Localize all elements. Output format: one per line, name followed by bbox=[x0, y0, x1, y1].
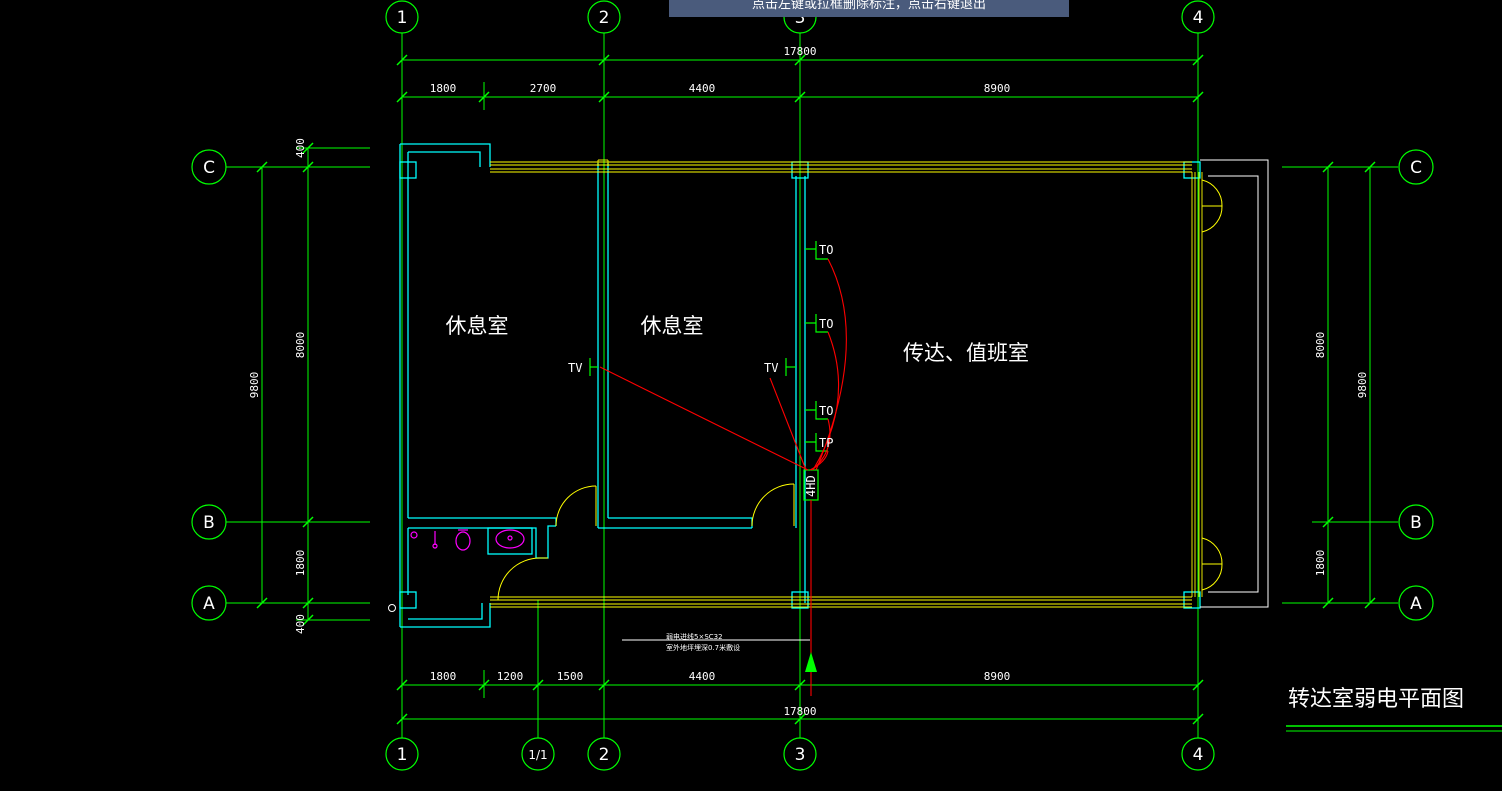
cable-note-line-2: 室外地坪埋深0.7米敷设 bbox=[666, 643, 740, 652]
room-label-duty: 传达、值班室 bbox=[903, 341, 1029, 365]
dim-top-total: 17800 bbox=[783, 45, 816, 58]
sanitary-fixtures bbox=[410, 529, 525, 551]
grounding-point bbox=[388, 604, 396, 612]
dim-right-total: 9800 bbox=[1356, 372, 1369, 399]
axis-right-b: B bbox=[1410, 513, 1422, 533]
dim-left-total: 9800 bbox=[248, 372, 261, 399]
axis-top-4: 4 bbox=[1193, 8, 1204, 28]
exterior-canopy bbox=[1200, 159, 1269, 608]
dim-bottom-4: 4400 bbox=[689, 670, 716, 683]
axis-bottom-1-1: 1/1 bbox=[528, 748, 547, 762]
window-lines bbox=[490, 159, 1203, 608]
dim-bottom-5: 8900 bbox=[984, 670, 1011, 683]
dim-bottom-2: 1200 bbox=[497, 670, 524, 683]
dim-left-2: 8000 bbox=[294, 332, 307, 359]
dim-right-1: 8000 bbox=[1314, 332, 1327, 359]
axis-lines bbox=[226, 33, 1398, 738]
device-to-2: TO bbox=[819, 317, 833, 331]
dim-bottom-total: 17800 bbox=[783, 705, 816, 718]
dimension-ticks bbox=[256, 54, 1376, 725]
room-label-rest-2: 休息室 bbox=[641, 314, 704, 338]
dim-left-1: 400 bbox=[294, 138, 307, 158]
cable-note-line-1: 弱电进线5×SC32 bbox=[666, 632, 723, 641]
device-tp: TP bbox=[819, 436, 833, 450]
axis-right-a: A bbox=[1410, 594, 1422, 614]
device-to-1: TO bbox=[819, 243, 833, 257]
axis-top-2: 2 bbox=[599, 8, 610, 28]
cable-entry-arrow bbox=[805, 652, 817, 672]
axis-bubbles bbox=[191, 0, 1434, 771]
dim-top-3: 4400 bbox=[689, 82, 716, 95]
axis-left-b: B bbox=[203, 513, 215, 533]
device-tv-1: TV bbox=[568, 361, 582, 375]
distribution-box-4hd: 4HD bbox=[804, 475, 818, 497]
doors bbox=[497, 179, 1223, 601]
axis-bottom-4: 4 bbox=[1193, 745, 1204, 765]
axis-top-1: 1 bbox=[397, 8, 408, 28]
device-tv-2: TV bbox=[764, 361, 778, 375]
axis-top-3: 3 bbox=[795, 8, 806, 28]
axis-bottom-3: 3 bbox=[795, 745, 806, 765]
dim-top-4: 8900 bbox=[984, 82, 1011, 95]
room-label-rest-1: 休息室 bbox=[446, 314, 509, 338]
dim-left-3: 1800 bbox=[294, 550, 307, 577]
dim-top-2: 2700 bbox=[530, 82, 557, 95]
axis-left-c: C bbox=[203, 158, 215, 178]
axis-bottom-1: 1 bbox=[397, 745, 408, 765]
axis-bottom-2: 2 bbox=[599, 745, 610, 765]
command-hint-bar: 点击左键或拉框删除标注，点击右键退出 bbox=[669, 0, 1069, 17]
dim-top-1: 1800 bbox=[430, 82, 457, 95]
dim-left-4: 400 bbox=[294, 614, 307, 634]
dim-bottom-3: 1500 bbox=[557, 670, 584, 683]
device-to-3: TO bbox=[819, 404, 833, 418]
axis-right-c: C bbox=[1410, 158, 1422, 178]
device-symbols bbox=[589, 241, 828, 501]
walls bbox=[399, 143, 1201, 628]
dim-right-2: 1800 bbox=[1314, 550, 1327, 577]
axis-left-a: A bbox=[203, 594, 215, 614]
dim-bottom-1: 1800 bbox=[430, 670, 457, 683]
drawing-title: 转达室弱电平面图 bbox=[1288, 687, 1464, 712]
